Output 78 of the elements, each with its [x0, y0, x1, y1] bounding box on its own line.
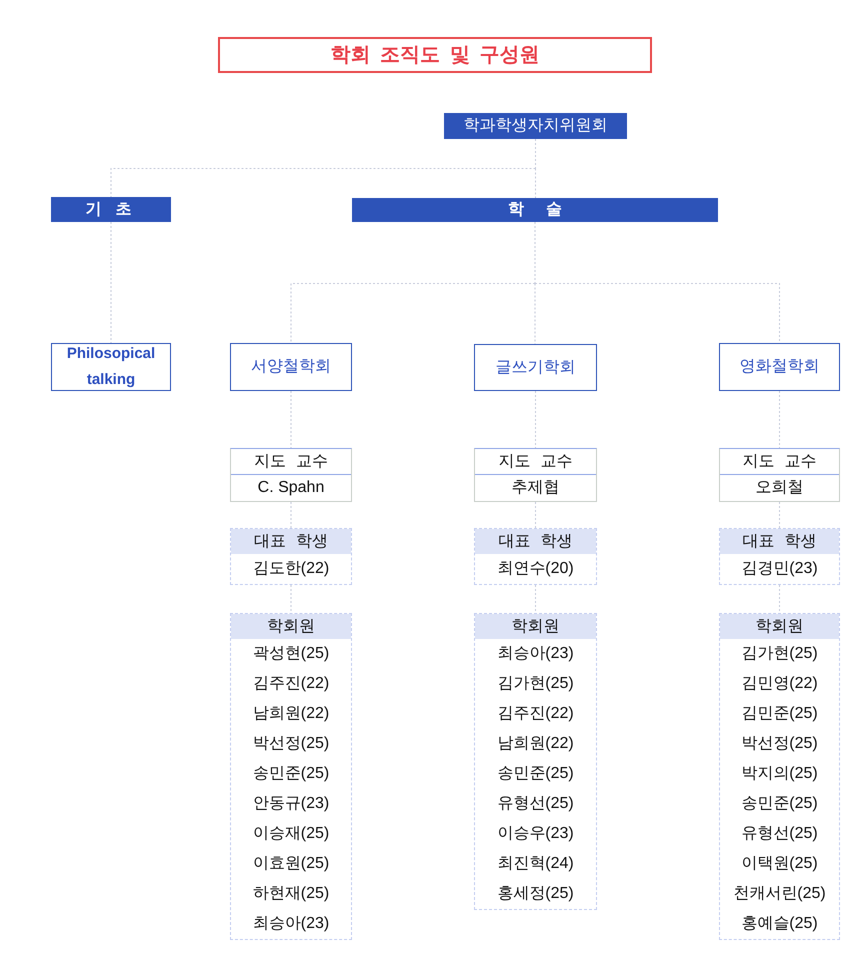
connector-line	[535, 584, 536, 614]
table-header: 대표 학생	[475, 529, 596, 554]
student-name: 최연수(20)	[497, 559, 574, 579]
member-name: 송민준(25)	[252, 764, 330, 784]
student-name: 김경민(23)	[741, 559, 818, 579]
professor-name: C. Spahn	[258, 478, 324, 498]
info-table	[719, 528, 840, 585]
member-name: 이승우(23)	[497, 824, 574, 844]
connector-line	[110, 222, 112, 344]
connector-line	[534, 283, 536, 344]
member-name: 홍예슬(25)	[741, 914, 818, 934]
table-header: 지도 교수	[720, 449, 839, 475]
info-table	[474, 528, 597, 585]
student-name: 김도한(22)	[252, 559, 330, 579]
connector-line	[534, 283, 780, 344]
professor-name: 추제협	[512, 478, 560, 498]
diagram-title: 학회 조직도 및 구성원	[218, 37, 652, 73]
professor-name: 오희철	[756, 478, 804, 498]
member-name: 김가현(25)	[497, 674, 574, 694]
table-header: 학회원	[475, 614, 596, 639]
member-name: 곽성현(25)	[252, 644, 330, 664]
member-table	[474, 613, 597, 910]
connector-line	[290, 584, 292, 614]
member-name: 송민준(25)	[741, 794, 818, 814]
member-name: 이택원(25)	[741, 854, 818, 874]
connector-line	[290, 390, 292, 448]
society-box: 글쓰기학회	[474, 344, 597, 391]
info-table	[230, 448, 352, 502]
table-header: 학회원	[720, 614, 839, 639]
connector-line	[110, 168, 536, 198]
member-table	[719, 613, 840, 940]
member-name: 박선정(25)	[741, 734, 818, 754]
table-header: 대표 학생	[720, 529, 839, 554]
member-name: 안동규(23)	[252, 794, 330, 814]
unit-box: 기 초	[51, 197, 171, 222]
member-name: 하현재(25)	[252, 884, 330, 904]
table-header: 지도 교수	[231, 449, 351, 475]
connector-line	[535, 502, 536, 528]
member-table	[230, 613, 352, 940]
member-name: 김민영(22)	[741, 674, 818, 694]
society-box: Philosopical talking	[51, 343, 171, 391]
table-header: 지도 교수	[475, 449, 596, 475]
connector-line	[779, 502, 780, 528]
table-header: 학회원	[231, 614, 351, 639]
info-table	[474, 448, 597, 502]
member-name: 유형선(25)	[741, 824, 818, 844]
member-name: 박지의(25)	[741, 764, 818, 784]
member-name: 김주진(22)	[497, 704, 574, 724]
member-name: 송민준(25)	[497, 764, 574, 784]
member-name: 최승아(23)	[252, 914, 330, 934]
unit-box: 학 술	[352, 198, 718, 222]
connector-line	[290, 283, 536, 344]
member-name: 남희원(22)	[252, 704, 330, 724]
table-header: 대표 학생	[231, 529, 351, 554]
member-name: 박선정(25)	[252, 734, 330, 754]
society-box: 서양철학회	[230, 343, 352, 391]
member-name: 유형선(25)	[497, 794, 574, 814]
member-name: 최승아(23)	[497, 644, 574, 664]
connector-line	[534, 222, 536, 284]
unit-box: 학과학생자치위원회	[444, 113, 627, 139]
connector-line	[779, 584, 780, 614]
member-name: 이효원(25)	[252, 854, 330, 874]
member-name: 남희원(22)	[497, 734, 574, 754]
member-name: 천캐서린(25)	[733, 884, 826, 904]
member-name: 김주진(22)	[252, 674, 330, 694]
society-box: 영화철학회	[719, 343, 840, 391]
connector-line	[290, 502, 292, 528]
connector-line	[535, 168, 536, 198]
member-name: 최진혁(24)	[497, 854, 574, 874]
info-table	[230, 528, 352, 585]
info-table	[719, 448, 840, 502]
connector-line	[535, 138, 536, 169]
member-name: 이승재(25)	[252, 824, 330, 844]
connector-line	[779, 390, 780, 448]
member-name: 김가현(25)	[741, 644, 818, 664]
member-name: 홍세정(25)	[497, 884, 574, 904]
member-name: 김민준(25)	[741, 704, 818, 724]
connector-line	[535, 390, 536, 448]
